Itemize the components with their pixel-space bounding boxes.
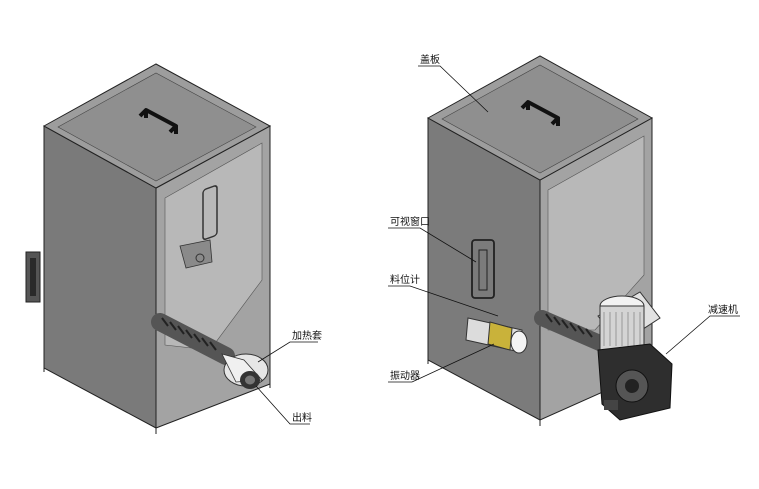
reducer-motor xyxy=(597,291,673,421)
right-lid-handle-icon xyxy=(520,100,560,126)
left-lid-handle-icon xyxy=(138,108,178,134)
left-level-bracket xyxy=(179,239,213,269)
leader-outlet xyxy=(255,385,310,425)
label-level-gauge: 料位计 xyxy=(390,273,420,286)
right-hopper-lid-inner xyxy=(441,64,639,174)
left-screw-conveyor xyxy=(151,313,235,365)
right-screw-conveyor xyxy=(534,310,610,352)
leader-sight-window xyxy=(388,227,477,263)
left-sight-window xyxy=(202,185,218,241)
right-sight-window xyxy=(471,239,495,299)
leader-vibrator xyxy=(388,343,495,383)
label-heating-jacket: 加热套 xyxy=(292,329,322,342)
label-vibrator: 振动器 xyxy=(390,369,420,382)
leader-level-gauge xyxy=(388,285,499,317)
left-bolt-icon xyxy=(195,253,205,263)
leader-reducer xyxy=(665,315,740,355)
left-hopper: 加热套 出料 xyxy=(25,63,322,434)
heating-jacket xyxy=(221,353,269,389)
vibrator xyxy=(465,317,528,354)
right-hopper: 盖板 可视窗口 料位计 振动器 减速机 xyxy=(388,53,740,426)
leader-heating-jacket xyxy=(257,341,318,363)
label-reducer: 减速机 xyxy=(708,303,738,316)
leader-cover-plate xyxy=(418,65,489,113)
left-hopper-lid-inner xyxy=(57,72,257,182)
label-outlet: 出料 xyxy=(292,411,312,424)
label-sight-window: 可视窗口 xyxy=(390,215,430,228)
left-side-mount-slot xyxy=(30,258,36,296)
label-cover-plate: 盖板 xyxy=(420,53,440,66)
